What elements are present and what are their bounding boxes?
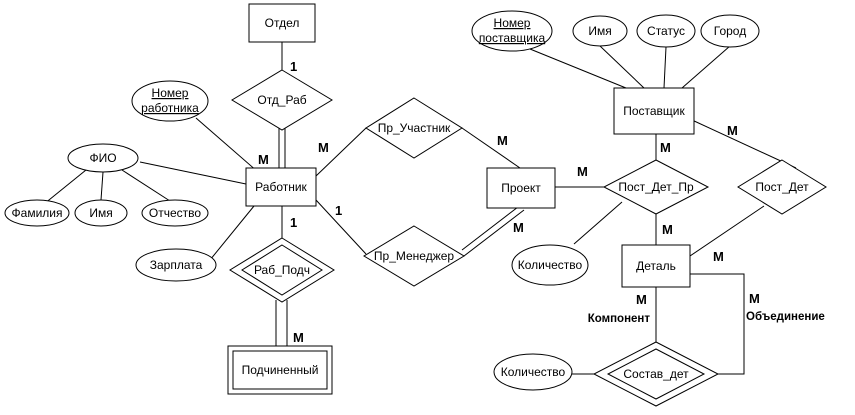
card-proekt-uchastnik: M — [497, 133, 508, 148]
card-detal-post-det: M — [713, 249, 724, 264]
relationship-otd-rab-label: Отд_Раб — [257, 93, 306, 107]
attribute-status: Статус — [636, 14, 696, 48]
attribute-imya: Имя — [74, 199, 128, 227]
relationship-otd-rab: Отд_Раб — [231, 69, 333, 131]
attribute-imya-label: Имя — [89, 206, 112, 220]
entity-otdel: Отдел — [248, 3, 316, 43]
attribute-nomer-postavshika-line1: Номер — [494, 16, 531, 30]
attribute-zarplata: Зарплата — [135, 248, 217, 282]
attribute-status-label: Статус — [647, 24, 685, 38]
attribute-gorod: Город — [700, 14, 760, 48]
connectors — [43, 42, 797, 375]
card-detal-pdp: M — [662, 222, 673, 237]
entity-postavshik: Поставщик — [613, 87, 695, 135]
attribute-kolichestvo-pdp-label: Количество — [518, 258, 583, 272]
card-proekt-pdp: M — [577, 164, 588, 179]
attribute-kolichestvo-sostav-label: Количество — [501, 365, 566, 379]
attribute-fio-label: ФИО — [89, 151, 116, 165]
card-rabotnik-otd-rab: M — [258, 152, 269, 167]
attribute-familiya-label: Фамилия — [12, 206, 63, 220]
attribute-fio: ФИО — [67, 143, 139, 173]
card-rabotnik-rab-podch: 1 — [290, 215, 297, 230]
attribute-imya-postavshika: Имя — [572, 15, 628, 47]
entity-postavshik-label: Поставщик — [623, 104, 685, 118]
card-detal-komponent: M — [636, 292, 647, 307]
attribute-kolichestvo-sostav: Количество — [493, 353, 573, 391]
relationship-sostav-det-label: Состав_дет — [623, 367, 689, 381]
card-proekt-menedzher: M — [513, 220, 524, 235]
relationship-pr-menedzher-label: Пр_Менеджер — [374, 249, 455, 263]
card-detal-obedinenie: M — [749, 291, 760, 306]
attribute-familiya: Фамилия — [4, 199, 70, 227]
role-komponent: Компонент — [588, 313, 651, 325]
card-podch-rab-podch: M — [293, 330, 304, 345]
role-obedinenie: Объединение — [746, 311, 825, 323]
entity-detal-label: Деталь — [636, 259, 676, 273]
entity-detal: Деталь — [621, 244, 691, 288]
relationship-rab-podch: Раб_Подч — [229, 237, 335, 303]
attribute-nomer-postavshika-line2: поставщика — [479, 31, 546, 45]
attribute-zarplata-label: Зарплата — [150, 258, 203, 272]
relationship-pr-menedzher: Пр_Менеджер — [363, 225, 465, 287]
attribute-otchestvo-label: Отчество — [149, 206, 201, 220]
attribute-nomer-rabotnika: Номер работника — [131, 80, 209, 122]
entity-otdel-label: Отдел — [265, 16, 300, 30]
attribute-nomer-rabotnika-line1: Номер — [152, 86, 189, 100]
card-rabotnik-menedzher: 1 — [335, 203, 342, 218]
role-labels: Компонент Объединение — [588, 311, 825, 325]
card-postavshik-post-det: M — [727, 123, 738, 138]
card-otdel-otd-rab: 1 — [290, 59, 297, 74]
cardinalities: 1 M M 1 1 M M M M M M M M M M — [258, 59, 760, 345]
entity-rabotnik-label: Работник — [255, 180, 307, 194]
relationship-sostav-det: Состав_дет — [592, 341, 720, 407]
attribute-nomer-postavshika: Номер поставщика — [471, 10, 553, 52]
entity-podchinenny: Подчиненный — [227, 345, 333, 395]
relationship-pr-uchastnik-label: Пр_Участник — [378, 121, 451, 135]
entity-rabotnik: Работник — [245, 167, 317, 207]
relationship-post-det-pr: Пост_Дет_Пр — [602, 159, 710, 215]
relationship-post-det-label: Пост_Дет — [755, 180, 809, 194]
card-rabotnik-uchastnik: M — [318, 140, 329, 155]
relationship-post-det-pr-label: Пост_Дет_Пр — [618, 180, 694, 194]
attribute-nomer-rabotnika-line2: работника — [141, 101, 199, 115]
relationship-pr-uchastnik: Пр_Участник — [365, 97, 463, 159]
attribute-gorod-label: Город — [714, 24, 746, 38]
attribute-kolichestvo-pdp: Количество — [511, 244, 589, 286]
card-postavshik-pdp: M — [660, 140, 671, 155]
entity-proekt: Проект — [486, 167, 556, 209]
relationship-post-det: Пост_Дет — [737, 159, 827, 215]
attribute-imya-postavshika-label: Имя — [588, 24, 611, 38]
attribute-otchestvo: Отчество — [141, 199, 209, 227]
entity-podchinenny-label: Подчиненный — [242, 363, 319, 377]
entity-proekt-label: Проект — [501, 181, 541, 195]
relationship-rab-podch-label: Раб_Подч — [254, 263, 310, 277]
